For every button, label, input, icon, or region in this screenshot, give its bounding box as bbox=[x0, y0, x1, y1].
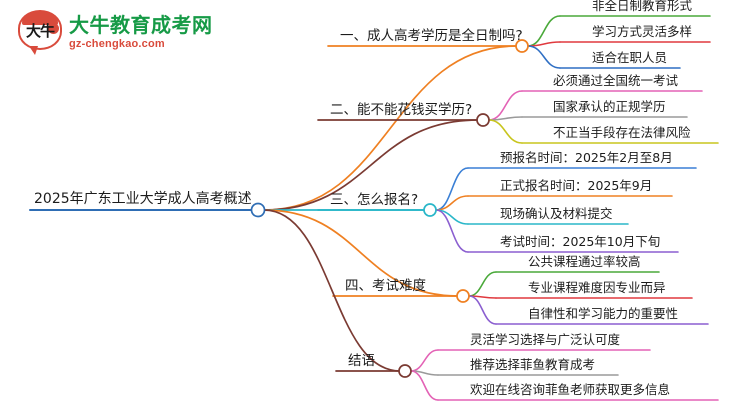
leaf-node-label-3-4[interactable]: 考试时间：2025年10月下旬 bbox=[500, 234, 661, 249]
branch-node-label-2[interactable]: 二、能不能花钱买学历? bbox=[330, 102, 473, 118]
leaf-node-label-2-3[interactable]: 不正当手段存在法律风险 bbox=[553, 125, 691, 140]
logo-glyph-text: 大牛 bbox=[25, 22, 55, 40]
leaf-node-label-1-2[interactable]: 学习方式灵活多样 bbox=[592, 24, 693, 39]
branch-node-label-4[interactable]: 四、考试难度 bbox=[345, 278, 426, 294]
site-logo[interactable]: 大牛 大牛教育成考网 gz-chengkao.com bbox=[18, 10, 213, 55]
leaf-node-label-4-1[interactable]: 公共课程通过率较高 bbox=[528, 254, 641, 269]
leaf-node-label-4-2[interactable]: 专业课程难度因专业而异 bbox=[528, 280, 666, 295]
leaf-node-label-5-2[interactable]: 推荐选择菲鱼教育成考 bbox=[470, 357, 596, 372]
leaf-node-label-5-1[interactable]: 灵活学习选择与广泛认可度 bbox=[470, 332, 621, 347]
branch-node-label-3[interactable]: 三、怎么报名? bbox=[330, 192, 419, 208]
leaf-node-label-3-2[interactable]: 正式报名时间：2025年9月 bbox=[500, 178, 653, 193]
root-node-label[interactable]: 2025年广东工业大学成人高考概述 bbox=[34, 191, 252, 207]
branch-node-label-5[interactable]: 结语 bbox=[348, 353, 375, 369]
brand-name: 大牛教育成考网 bbox=[69, 12, 213, 37]
leaf-node-label-2-2[interactable]: 国家承认的正规学历 bbox=[553, 99, 666, 114]
leaf-node-label-1-1[interactable]: 非全日制教育形式 bbox=[592, 0, 693, 13]
leaf-node-label-5-3[interactable]: 欢迎在线咨询菲鱼老师获取更多信息 bbox=[470, 382, 671, 397]
leaf-node-label-4-3[interactable]: 自律性和学习能力的重要性 bbox=[528, 306, 679, 321]
leaf-node-label-2-1[interactable]: 必须通过全国统一考试 bbox=[553, 73, 679, 88]
brand-site-url: gz-chengkao.com bbox=[69, 37, 165, 50]
leaf-node-label-3-3[interactable]: 现场确认及材料提交 bbox=[500, 206, 613, 221]
leaf-node-label-1-3[interactable]: 适合在职人员 bbox=[592, 50, 668, 65]
speech-bubble-daniu-icon: 大牛 bbox=[18, 10, 62, 55]
branch-node-label-1[interactable]: 一、成人高考学历是全日制吗? bbox=[340, 28, 523, 44]
leaf-node-label-3-1[interactable]: 预报名时间：2025年2月至8月 bbox=[500, 150, 673, 165]
